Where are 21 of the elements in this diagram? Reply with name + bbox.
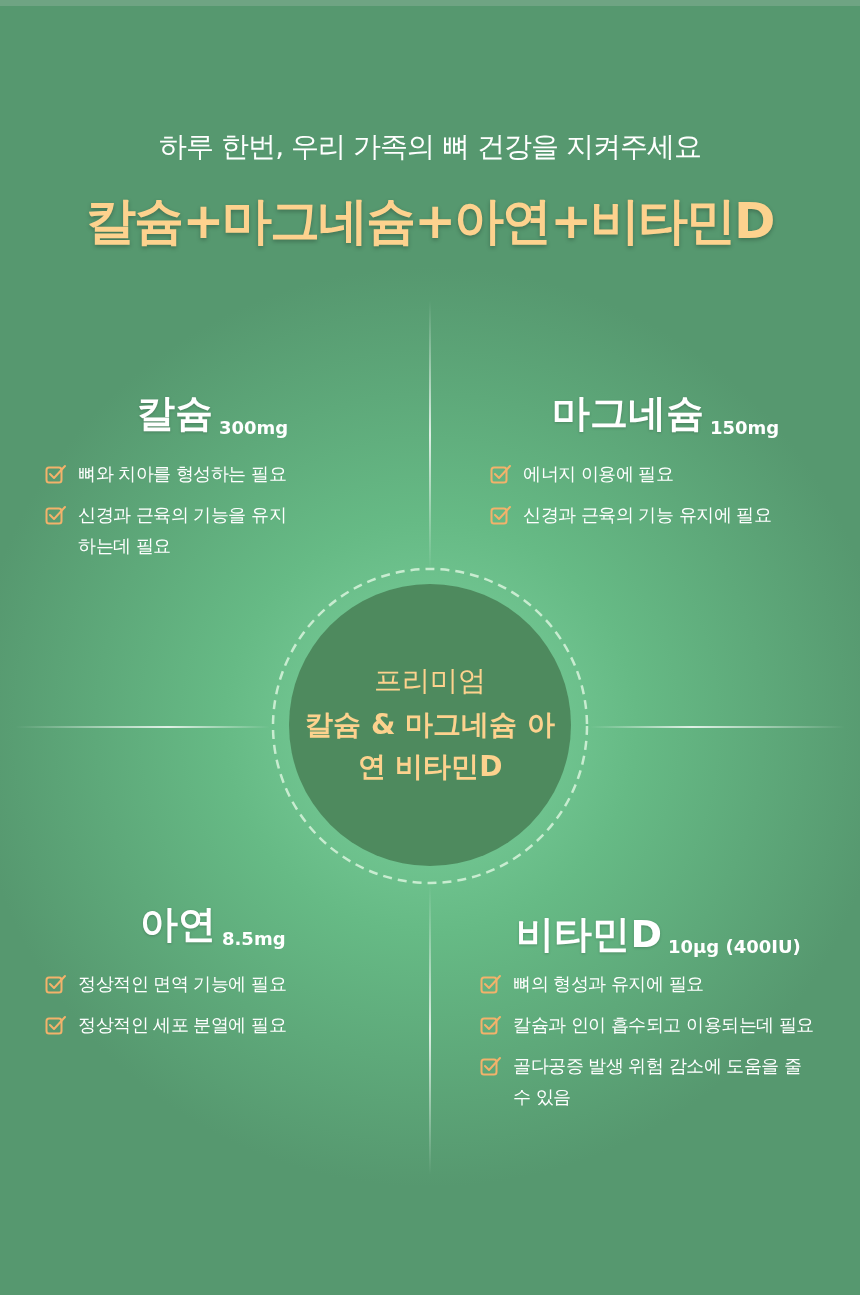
circle-title: 칼슘 & 마그네슘 아연 비타민D — [305, 707, 555, 785]
nutrient-heading: 칼슘 — [137, 390, 213, 437]
benefit-text: 정상적인 세포 분열에 필요 — [78, 1013, 288, 1037]
nutrient-heading: 아연 — [140, 901, 216, 948]
benefit-text: 에너지 이용에 필요 — [523, 462, 675, 486]
dose-label: 150mg — [710, 416, 780, 440]
dose-label: 10µg (400IU) — [668, 935, 801, 959]
benefit-text: 뼈와 치아를 형성하는 필요 — [78, 462, 288, 486]
headline: 칼슘+마그네슘+아연+비타민D — [85, 191, 775, 252]
dose-label: 300mg — [219, 416, 289, 440]
benefit-text: 정상적인 면역 기능에 필요 — [78, 972, 288, 996]
circle-subtitle: 프리미엄 — [374, 663, 486, 699]
subtitle: 하루 한번, 우리 가족의 뼈 건강을 지켜주세요 — [158, 129, 702, 165]
benefit-text: 뼈의 형성과 유지에 필요 — [513, 972, 705, 996]
nutrient-heading: 마그네슘 — [552, 390, 704, 437]
benefit-text: 신경과 근육의 기능을 유지하는데 필요 — [78, 503, 288, 558]
dose-label: 8.5mg — [222, 927, 286, 951]
benefit-text: 칼슘과 인이 흡수되고 이용되는데 필요 — [513, 1013, 815, 1037]
nutrient-heading: 비타민D — [516, 911, 662, 958]
benefit-text: 골다공증 발생 위험 감소에 도움을 줄 수 있음 — [513, 1054, 803, 1109]
benefit-text: 신경과 근육의 기능 유지에 필요 — [523, 503, 773, 527]
